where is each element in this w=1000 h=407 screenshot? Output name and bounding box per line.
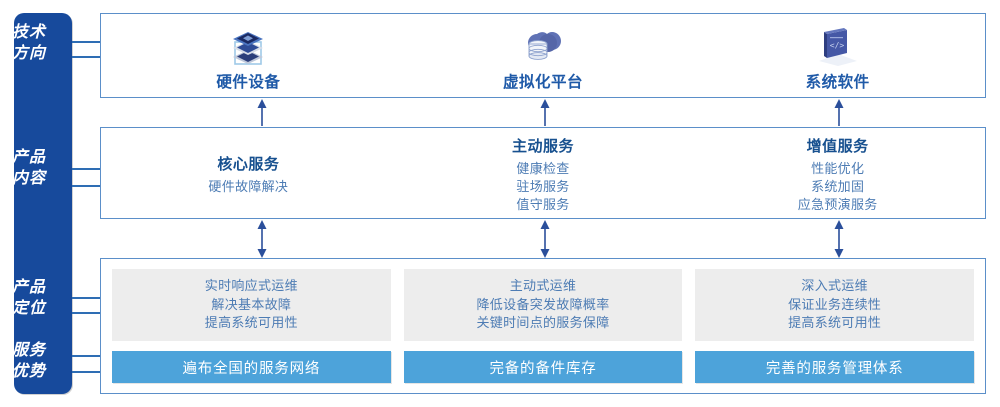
arrow-up-system-software — [834, 99, 844, 126]
sidebar-label-product-content: 产品 内容 — [11, 149, 46, 187]
connector-tech-bottom — [72, 56, 100, 58]
arrow-bidirectional-center — [540, 220, 550, 258]
laptop-code-icon: </> — [818, 27, 857, 66]
content-title-proactive-service: 主动服务 — [512, 137, 575, 155]
content-column-value-added-service[interactable]: 增值服务 性能优化 系统加固 应急预演服务 — [690, 128, 985, 218]
sidebar-label-product-position: 产品 定位 — [11, 279, 46, 317]
content-column-core-service[interactable]: 核心服务 硬件故障解决 — [101, 128, 396, 218]
connector-tech-top — [72, 41, 100, 43]
tech-column-virtualization[interactable]: 虚拟化平台 — [396, 14, 691, 97]
bottom-column-proactive: 主动式运维 降低设备突发故障概率 关键时间点的服务保障 完备的备件库存 — [403, 269, 683, 383]
content-column-proactive-service[interactable]: 主动服务 健康检查 驻场服务 值守服务 — [396, 128, 691, 218]
connector-position-bottom — [72, 312, 100, 314]
content-item: 健康检查 — [516, 160, 570, 176]
sidebar-label-tech-direction: 技术 方向 — [11, 24, 46, 62]
position-card-realtime[interactable]: 实时响应式运维 解决基本故障 提高系统可用性 — [112, 269, 391, 341]
position-line: 提高系统可用性 — [788, 315, 882, 331]
connector-advantage-bottom — [72, 371, 100, 373]
tech-title-hardware: 硬件设备 — [216, 73, 281, 91]
position-line: 解决基本故障 — [211, 296, 292, 312]
position-line: 降低设备突发故障概率 — [476, 296, 610, 312]
advantage-bar-management-system[interactable]: 完善的服务管理体系 — [695, 351, 975, 383]
tech-column-hardware[interactable]: 硬件设备 — [101, 14, 396, 97]
panel-product-content: 核心服务 硬件故障解决 主动服务 健康检查 驻场服务 值守服务 增值服务 性能优… — [100, 127, 986, 219]
position-line: 提高系统可用性 — [204, 315, 298, 331]
content-title-value-added-service: 增值服务 — [806, 137, 869, 155]
advantage-bar-spare-parts[interactable]: 完备的备件库存 — [403, 351, 683, 383]
sidebar-label-service-advantage: 服务 优势 — [11, 342, 46, 380]
position-line: 实时响应式运维 — [204, 278, 298, 294]
arrow-bidirectional-left — [257, 220, 267, 258]
svg-text:</>: </> — [829, 41, 844, 50]
content-item: 硬件故障解决 — [208, 178, 289, 194]
position-line: 深入式运维 — [801, 278, 868, 294]
arrow-up-virtualization — [540, 99, 550, 126]
arrow-up-hardware — [257, 99, 267, 126]
panel-tech-direction: 硬件设备 虚拟化平台 — [100, 13, 986, 98]
position-line: 主动式运维 — [509, 278, 577, 294]
content-title-core-service: 核心服务 — [217, 155, 280, 173]
tech-title-system-software: 系统软件 — [805, 73, 870, 91]
sidebar — [14, 13, 72, 394]
content-item: 值守服务 — [516, 196, 570, 212]
connector-content-top — [72, 168, 100, 170]
arrow-bidirectional-right — [834, 220, 844, 258]
bottom-column-indepth: 深入式运维 保证业务连续性 提高系统可用性 完善的服务管理体系 — [695, 269, 975, 383]
connector-advantage-top — [72, 355, 100, 357]
tech-column-system-software[interactable]: </> 系统软件 — [690, 14, 985, 97]
content-item: 驻场服务 — [516, 178, 570, 194]
connector-content-bottom — [72, 185, 100, 187]
position-card-indepth[interactable]: 深入式运维 保证业务连续性 提高系统可用性 — [695, 269, 975, 341]
content-item: 系统加固 — [811, 178, 865, 194]
server-stack-icon — [233, 31, 264, 65]
panel-product-position-and-advantage: 实时响应式运维 解决基本故障 提高系统可用性 遍布全国的服务网络 主动式运维 降… — [100, 258, 986, 394]
tech-title-virtualization: 虚拟化平台 — [503, 73, 584, 91]
content-item: 性能优化 — [811, 160, 865, 176]
content-item: 应急预演服务 — [797, 196, 878, 212]
bottom-column-realtime: 实时响应式运维 解决基本故障 提高系统可用性 遍布全国的服务网络 — [112, 269, 391, 383]
connector-position-top — [72, 297, 100, 299]
position-line: 关键时间点的服务保障 — [476, 315, 610, 331]
position-line: 保证业务连续性 — [788, 296, 882, 312]
advantage-bar-service-network[interactable]: 遍布全国的服务网络 — [112, 351, 391, 383]
cloud-database-icon — [528, 31, 561, 60]
position-card-proactive[interactable]: 主动式运维 降低设备突发故障概率 关键时间点的服务保障 — [403, 269, 683, 341]
